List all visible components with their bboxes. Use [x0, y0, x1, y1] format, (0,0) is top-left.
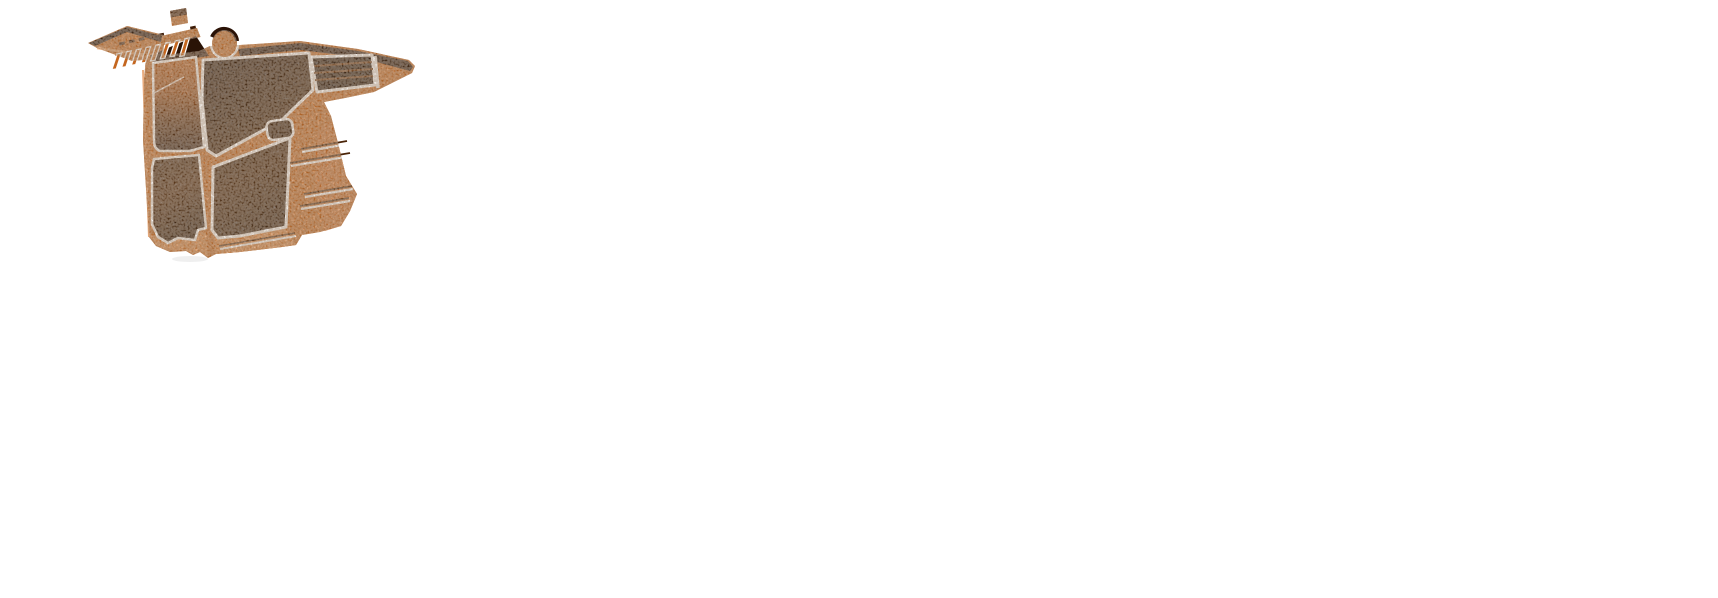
dust-smudge [172, 256, 208, 262]
noise-texture [88, 8, 415, 258]
